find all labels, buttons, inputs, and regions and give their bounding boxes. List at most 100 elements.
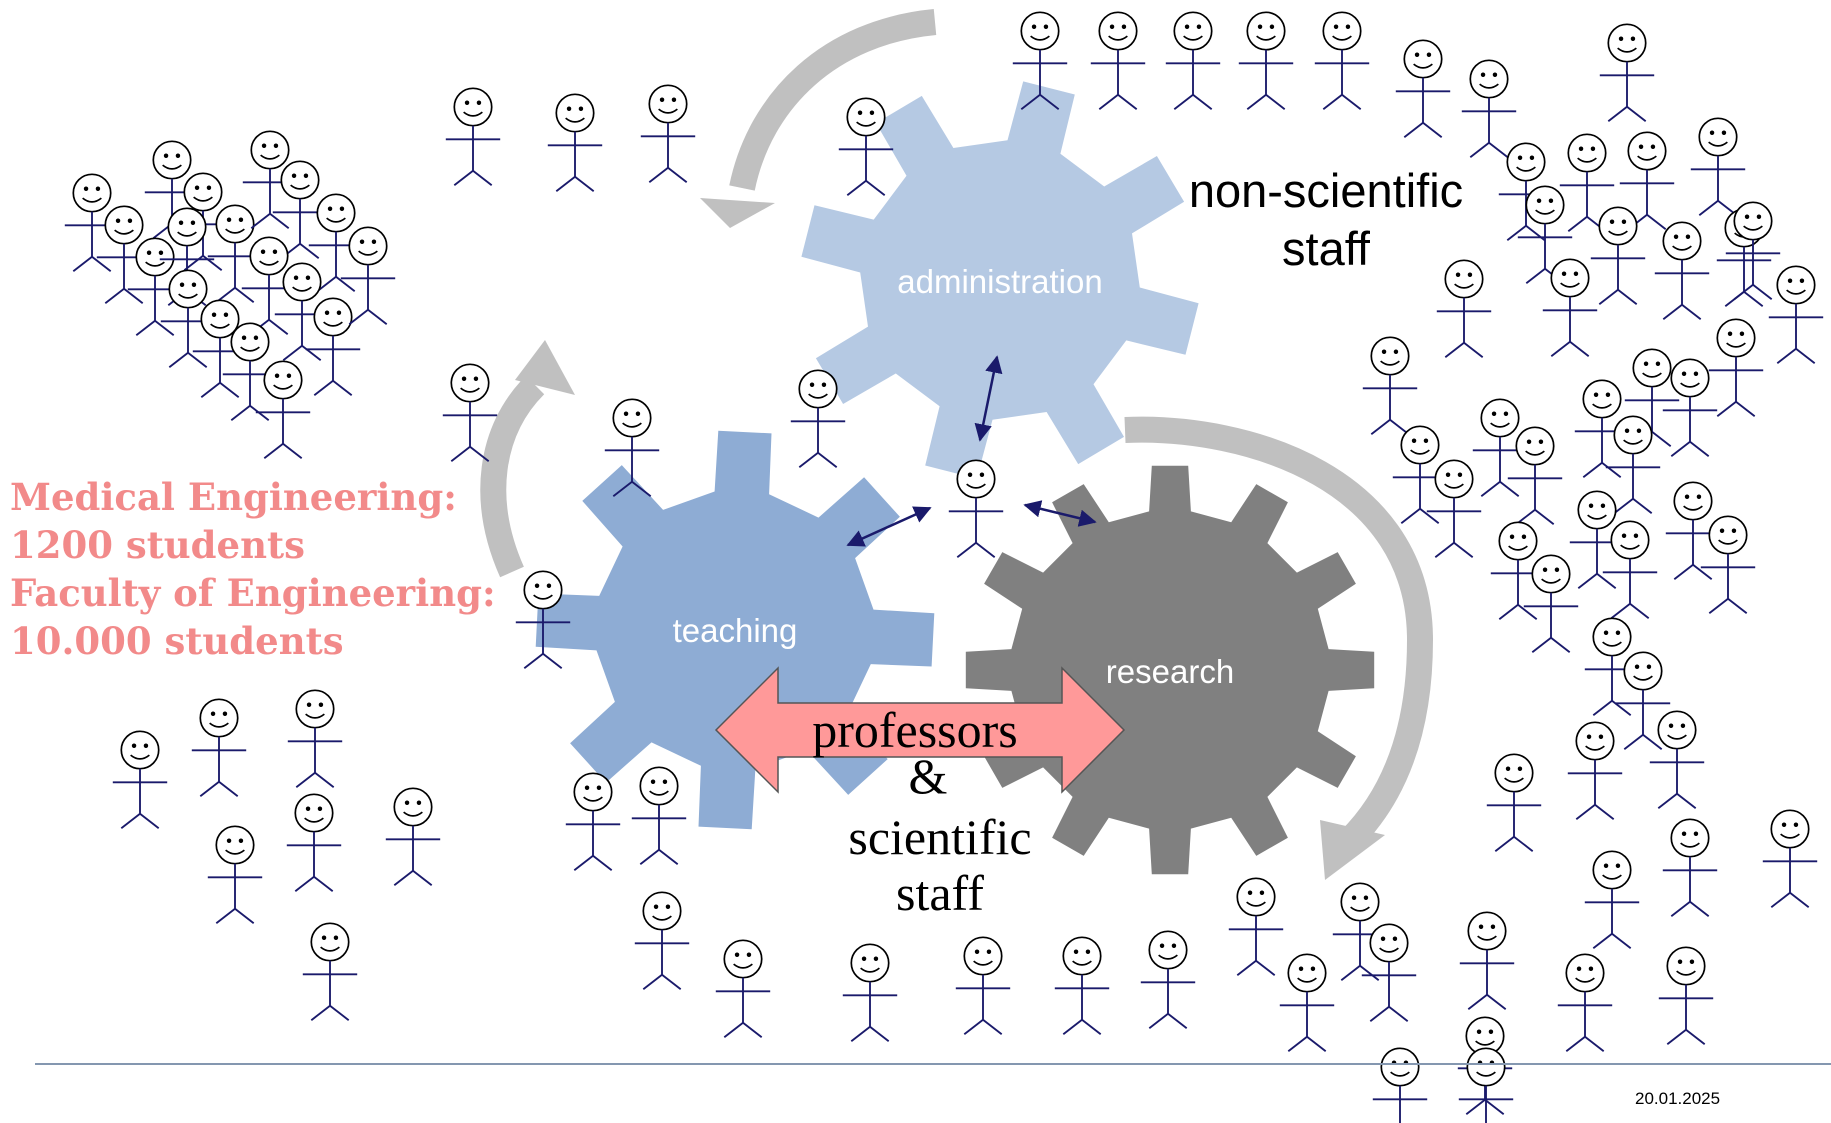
stick-figure <box>64 173 120 272</box>
stick-figure <box>1314 11 1370 110</box>
stick-figure <box>1165 11 1221 110</box>
stick-figure <box>565 772 621 871</box>
cycle-arrow-top <box>729 9 937 191</box>
research-label: research <box>1106 653 1234 690</box>
administration-gear <box>801 81 1199 479</box>
ampersand-label: & <box>909 748 948 804</box>
stick-figure <box>1362 336 1418 435</box>
stick-figure <box>715 939 771 1038</box>
non-scientific-label: non-scientific <box>1189 164 1463 217</box>
stick-figure <box>1507 426 1563 525</box>
stick-figure <box>287 689 343 788</box>
cycle-arrow-top-head <box>700 198 775 228</box>
stick-figure <box>1662 358 1718 457</box>
stick-figure <box>1486 753 1542 852</box>
teaching-label: teaching <box>673 612 798 649</box>
footer-date: 20.01.2025 <box>1635 1089 1720 1108</box>
stick-figure <box>112 730 168 829</box>
stick-figure <box>1584 850 1640 949</box>
stick-figure <box>1557 953 1613 1052</box>
stick-figure <box>1567 721 1623 820</box>
interaction-arrows <box>846 355 1097 547</box>
stick-figure <box>144 140 200 239</box>
stick-figure <box>1490 521 1546 620</box>
stick-figure <box>1624 348 1680 447</box>
stats-line-3: Faculty of Engineering: <box>10 571 496 615</box>
scientific-label: scientific <box>848 809 1031 865</box>
stick-figure <box>955 936 1011 1035</box>
stick-figure <box>191 698 247 797</box>
stick-figure <box>1012 11 1068 110</box>
stick-figure <box>1725 201 1781 300</box>
stick-figure <box>1436 259 1492 358</box>
stick-figure <box>1361 923 1417 1022</box>
stick-figure <box>340 226 396 325</box>
stick-figure <box>222 322 278 421</box>
stick-figure <box>842 943 898 1042</box>
stick-figure <box>515 570 571 669</box>
professors-label: professors <box>812 702 1018 758</box>
stick-figure <box>207 825 263 924</box>
stick-figure <box>604 398 660 497</box>
stick-figure <box>1140 930 1196 1029</box>
stick-figure <box>1542 258 1598 357</box>
stick-figure <box>1662 818 1718 917</box>
stick-figure <box>1654 221 1710 320</box>
stats-line-2: 1200 students <box>10 523 305 567</box>
stick-figure <box>1599 23 1655 122</box>
scientific-staff-label: staff <box>896 865 984 921</box>
stick-figure <box>1458 1047 1514 1123</box>
stick-figure <box>305 297 361 396</box>
stick-figure <box>547 93 603 192</box>
stick-figure <box>1602 520 1658 619</box>
stick-figure <box>1228 877 1284 976</box>
stick-figure <box>634 891 690 990</box>
stick-figure <box>1569 490 1625 589</box>
stick-figure <box>242 130 298 229</box>
stick-figure <box>272 160 328 259</box>
stick-figure <box>1615 651 1671 750</box>
stick-figure <box>385 787 441 886</box>
stick-figure <box>1054 936 1110 1035</box>
stick-figure <box>1426 459 1482 558</box>
stick-figure <box>1279 953 1335 1052</box>
stick-figure <box>1658 946 1714 1045</box>
stick-figure <box>1574 379 1630 478</box>
stick-figure <box>1590 206 1646 305</box>
stick-figure <box>302 922 358 1021</box>
stick-figure <box>274 262 330 361</box>
cycle-arrows <box>480 9 1434 880</box>
stick-figure <box>1395 39 1451 138</box>
non-scientific-staff-label: staff <box>1282 222 1371 275</box>
stats-line-1: Medical Engineering: <box>10 475 457 519</box>
stick-figure <box>96 205 152 304</box>
stick-figure <box>790 369 846 468</box>
stick-figure <box>308 193 364 292</box>
stick-figure <box>1690 117 1746 216</box>
stick-figure <box>1559 133 1615 232</box>
stick-figure <box>127 237 183 336</box>
stick-figure <box>1762 809 1818 908</box>
stick-figure <box>1392 425 1448 524</box>
stick-figure <box>1461 59 1517 158</box>
stick-figure <box>1517 185 1573 284</box>
stick-figure <box>1238 11 1294 110</box>
stats-line-4: 10.000 students <box>10 619 344 663</box>
stick-figure <box>631 766 687 865</box>
stick-figure <box>442 363 498 462</box>
stick-figure <box>948 459 1004 558</box>
stick-figure <box>255 360 311 459</box>
stick-figure <box>1700 515 1756 614</box>
stick-figure <box>1459 911 1515 1010</box>
teaching-link-arrow <box>846 506 932 547</box>
stick-figure <box>1332 882 1388 981</box>
cycle-arrow-right <box>1124 416 1434 850</box>
stick-figure <box>1584 617 1640 716</box>
cycle-arrow-left-head <box>515 340 575 395</box>
stick-figure <box>160 269 216 368</box>
cycle-arrow-right-head <box>1320 820 1385 880</box>
stick-figure <box>1619 131 1675 230</box>
stick-figure <box>838 97 894 196</box>
